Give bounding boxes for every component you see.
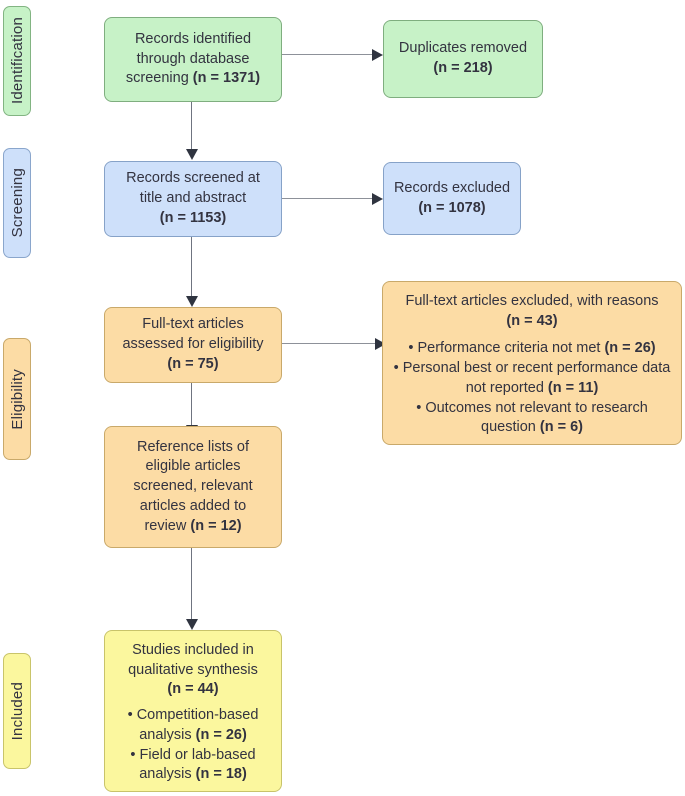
node-fulltext-assessed-count: (n = 75) bbox=[167, 355, 219, 372]
reason-item-count: (n = 6) bbox=[539, 419, 583, 436]
reason-item-count: (n = 26) bbox=[604, 340, 656, 357]
breakdown-item-text: • Field or lab-based analysis bbox=[130, 746, 256, 783]
node-records-identified: Records identified through database scre… bbox=[104, 17, 282, 102]
node-reference-lists-line5-text: review bbox=[144, 517, 191, 534]
stage-label-identification-text: Identification bbox=[8, 17, 26, 105]
stage-label-included-text: Included bbox=[8, 681, 26, 741]
node-studies-included: Studies included in qualitative synthesi… bbox=[104, 630, 282, 792]
connector-reference-lists-to-included bbox=[191, 547, 193, 621]
arrowhead-to-duplicates bbox=[372, 49, 383, 61]
connector-identified-to-screened bbox=[191, 101, 193, 151]
breakdown-item-count: (n = 26) bbox=[195, 726, 247, 743]
node-records-excluded: Records excluded (n = 1078) bbox=[383, 162, 521, 235]
arrowhead-to-excluded bbox=[372, 193, 383, 205]
node-duplicates-removed-line1: Duplicates removed bbox=[398, 40, 528, 57]
reason-item: • Performance criteria not met (n = 26) bbox=[391, 339, 673, 359]
connector-fulltext-to-fulltext-excluded bbox=[281, 343, 380, 345]
node-reference-lists: Reference lists of eligible articles scr… bbox=[104, 426, 282, 548]
node-reference-lists-line1: Reference lists of bbox=[136, 438, 250, 455]
node-fulltext-excluded-line1: Full-text articles excluded, with reason… bbox=[405, 293, 659, 309]
node-duplicates-removed-count: (n = 218) bbox=[433, 60, 493, 76]
node-reference-lists-line3: screened, relevant bbox=[133, 478, 253, 495]
breakdown-item-text: • Competition-based analysis bbox=[127, 707, 259, 743]
connector-screened-to-fulltext bbox=[191, 236, 193, 298]
node-fulltext-excluded-reason-list: • Performance criteria not met (n = 26) … bbox=[391, 339, 673, 438]
node-records-identified-line3: screening (n = 1371) bbox=[126, 69, 260, 89]
node-studies-included-line2: qualitative synthesis bbox=[128, 661, 258, 678]
node-records-excluded-count: (n = 1078) bbox=[418, 199, 486, 216]
node-records-screened-count: (n = 1153) bbox=[159, 209, 227, 226]
stage-label-screening-text: Screening bbox=[8, 168, 26, 238]
reason-item: • Personal best or recent performance da… bbox=[391, 359, 673, 398]
node-fulltext-assessed: Full-text articles assessed for eligibil… bbox=[104, 307, 282, 383]
node-records-identified-line2: through database bbox=[136, 50, 250, 67]
stage-label-identification: Identification bbox=[3, 6, 31, 116]
node-studies-included-breakdown-list: • Competition-based analysis (n = 26) • … bbox=[113, 706, 273, 785]
connector-identified-to-duplicates bbox=[281, 54, 377, 56]
arrowhead-to-screened bbox=[186, 149, 198, 160]
breakdown-item: • Field or lab-based analysis (n = 18) bbox=[113, 746, 273, 785]
node-records-screened-line1: Records screened at bbox=[126, 170, 260, 187]
node-fulltext-assessed-line1: Full-text articles bbox=[142, 316, 244, 333]
connector-fulltext-to-reference-lists bbox=[191, 383, 193, 427]
node-studies-included-line1: Studies included in bbox=[132, 642, 254, 658]
reason-item-text: • Performance criteria not met bbox=[408, 340, 605, 357]
arrowhead-to-fulltext bbox=[186, 296, 198, 307]
node-records-excluded-line1: Records excluded bbox=[393, 179, 511, 196]
stage-label-screening: Screening bbox=[3, 148, 31, 258]
reason-item-text: • Personal best or recent performance da… bbox=[393, 360, 671, 396]
node-duplicates-removed: Duplicates removed (n = 218) bbox=[383, 20, 543, 98]
reason-item: • Outcomes not relevant to research ques… bbox=[391, 399, 673, 438]
breakdown-item: • Competition-based analysis (n = 26) bbox=[113, 706, 273, 745]
node-records-screened: Records screened at title and abstract (… bbox=[104, 161, 282, 237]
connector-screened-to-excluded bbox=[281, 198, 377, 200]
node-studies-included-count: (n = 44) bbox=[167, 681, 219, 698]
stage-label-eligibility: Eligibility bbox=[3, 338, 31, 460]
reason-item-text: • Outcomes not relevant to research ques… bbox=[416, 399, 648, 436]
node-fulltext-excluded: Full-text articles excluded, with reason… bbox=[382, 281, 682, 445]
breakdown-item-count: (n = 18) bbox=[195, 766, 247, 783]
node-reference-lists-line2: eligible articles bbox=[145, 458, 241, 475]
arrowhead-to-included bbox=[186, 619, 198, 630]
arrowhead-to-fulltext-excluded bbox=[375, 338, 386, 350]
stage-label-included: Included bbox=[3, 653, 31, 769]
stage-label-eligibility-text: Eligibility bbox=[8, 368, 26, 430]
node-reference-lists-count: (n = 12) bbox=[190, 517, 242, 534]
node-records-identified-line3-text: screening bbox=[125, 70, 193, 87]
node-records-identified-line1: Records identified bbox=[134, 30, 252, 47]
node-records-screened-line2: title and abstract bbox=[139, 190, 247, 207]
node-reference-lists-line5: review (n = 12) bbox=[144, 517, 241, 537]
reason-item-count: (n = 11) bbox=[547, 379, 599, 396]
node-reference-lists-line4: articles added to bbox=[139, 497, 247, 514]
node-fulltext-excluded-count: (n = 43) bbox=[506, 312, 558, 329]
node-records-identified-count: (n = 1371) bbox=[192, 70, 261, 87]
node-fulltext-assessed-line2: assessed for eligibility bbox=[122, 336, 264, 353]
